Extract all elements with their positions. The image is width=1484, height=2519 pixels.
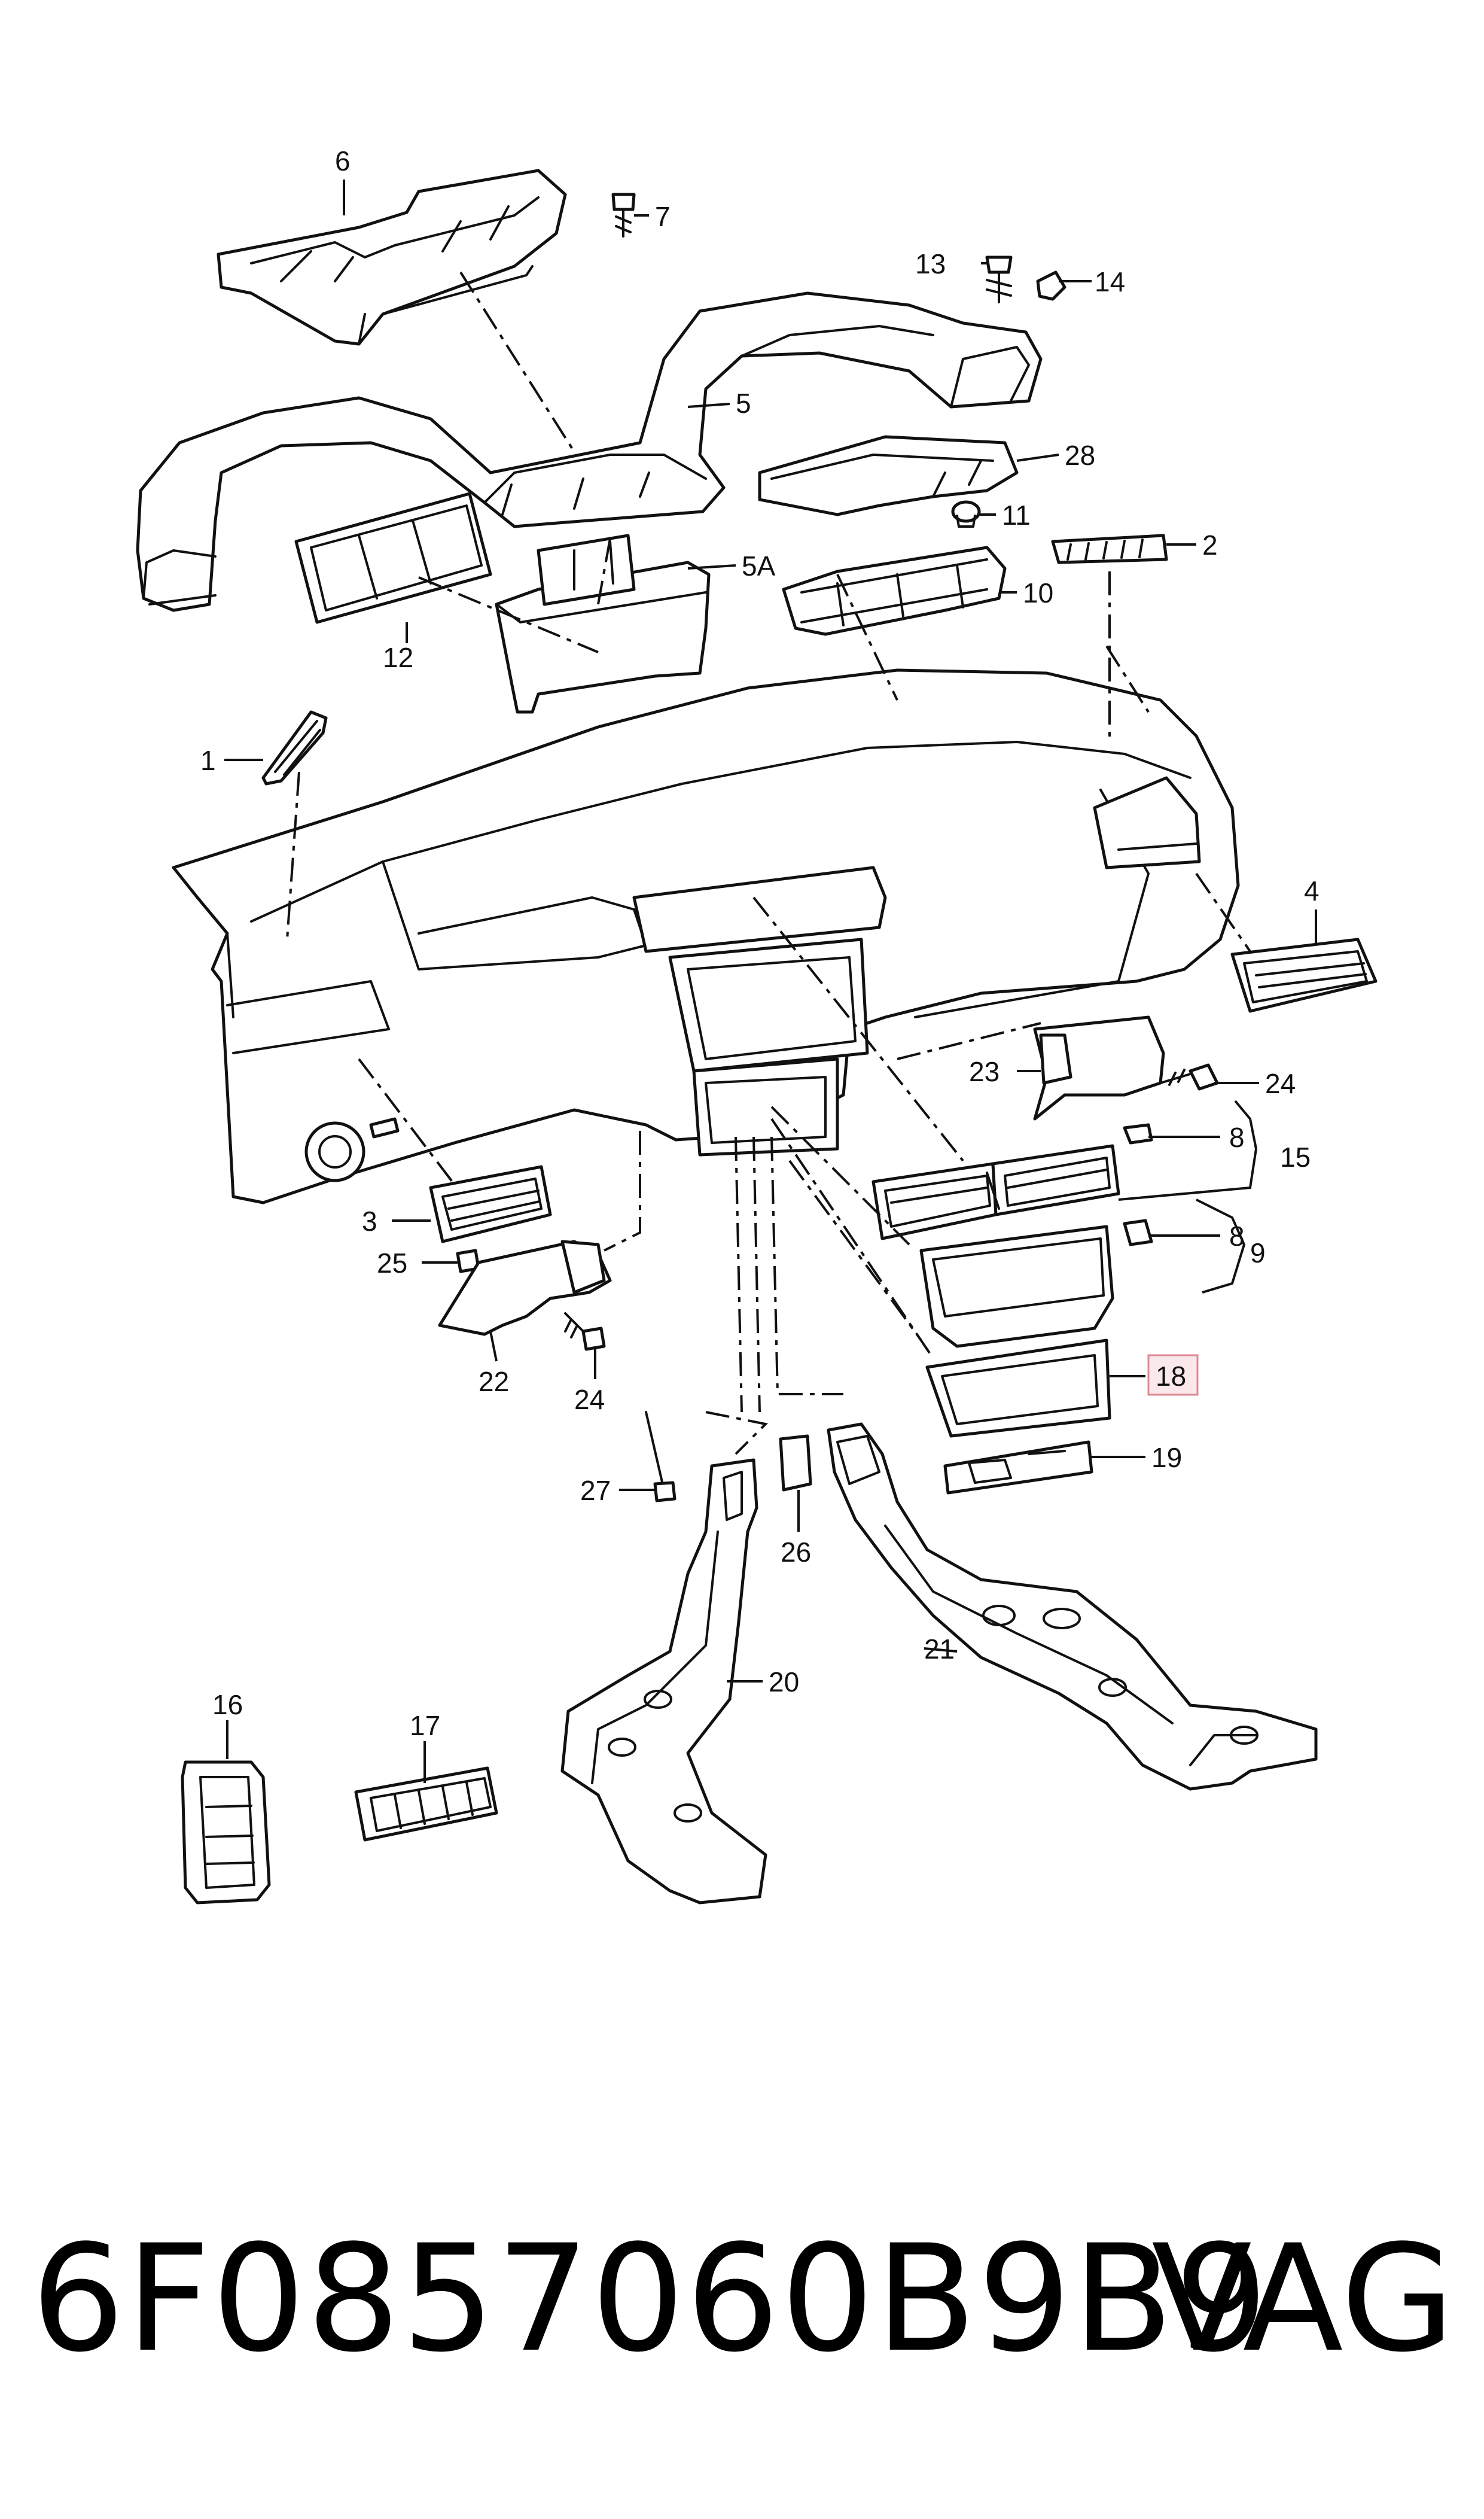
part-19-switch-panel: [943, 1440, 1093, 1495]
callout-labels: 6 7 13 14 5 28 11 2 5A 10 12 1 4 23 24 8…: [200, 145, 1320, 1741]
part-23-duct-piece: [1033, 1015, 1165, 1121]
part-27-cable-tie: [645, 1411, 677, 1502]
part-15-center-vents: [871, 1144, 1120, 1240]
part-8-clips: [1123, 1123, 1153, 1246]
callout-7: 7: [655, 201, 671, 232]
part-12-housing: [294, 492, 492, 624]
part-3-left-vent: [429, 1165, 552, 1243]
callout-18-highlight: [1147, 1354, 1199, 1396]
callout-24-right: 24: [1265, 1068, 1296, 1099]
callout-4: 4: [1304, 875, 1320, 906]
part-16-side-vent: [181, 1760, 271, 1905]
part-26-connector: [779, 1434, 812, 1492]
callout-11: 11: [1002, 500, 1031, 531]
part-6-upper-duct: [217, 169, 567, 346]
part-18-trim-frame: [925, 1338, 1111, 1438]
callout-10: 10: [1023, 577, 1053, 609]
callout-1: 1: [200, 745, 216, 776]
callout-9: 9: [1250, 1237, 1266, 1268]
part-1-side-defrost: [261, 710, 328, 786]
part-28-bracket: [758, 435, 1019, 516]
callout-19: 19: [1151, 1442, 1182, 1473]
callout-17: 17: [410, 1710, 440, 1741]
part-10-vent-housing: [782, 546, 1007, 636]
callout-24-left: 24: [574, 1384, 605, 1415]
part-5A-bracket: [495, 534, 711, 714]
callout-2: 2: [1202, 530, 1218, 561]
leader-lines: [224, 180, 1317, 1783]
callout-3: 3: [362, 1206, 377, 1237]
part-24-screw-right: [1159, 1063, 1219, 1091]
dashboard-body: [172, 668, 1240, 1204]
part-number: 6F0857060B9B9: [31, 2214, 1270, 2385]
part-21-floor-duct: [827, 1422, 1318, 1791]
callout-16: 16: [212, 1689, 243, 1720]
callout-8-lower: 8: [1229, 1221, 1245, 1252]
part-5-main-duct: [136, 291, 1043, 612]
callout-15: 15: [1280, 1142, 1311, 1173]
connection-lines: [286, 271, 1251, 1455]
part-2-defrost-grille: [1051, 534, 1168, 564]
callout-6: 6: [335, 145, 351, 177]
part-22-duct-piece: [438, 1240, 612, 1336]
callout-21: 21: [924, 1633, 955, 1665]
part-4-side-vent: [1230, 938, 1378, 1013]
brand-label: VAG: [1151, 2214, 1455, 2385]
callout-18: 18: [1156, 1361, 1186, 1392]
callout-5A: 5A: [742, 550, 776, 582]
callout-23: 23: [969, 1056, 1000, 1087]
callout-28: 28: [1065, 440, 1095, 471]
callout-12: 12: [383, 642, 413, 673]
footer: 6F0857060B9B9 VAG: [31, 2226, 1455, 2405]
part-9-center-trim: [919, 1225, 1114, 1348]
part-7-screw: [611, 193, 636, 238]
part-17-vent-grille: [354, 1766, 498, 1842]
callout-13: 13: [915, 248, 946, 279]
part-11-nut: [951, 500, 981, 528]
callout-25: 25: [377, 1248, 407, 1279]
callout-5: 5: [736, 388, 751, 419]
part-24-screw-left: [564, 1312, 606, 1351]
callout-27: 27: [580, 1475, 611, 1506]
callout-20: 20: [769, 1666, 799, 1697]
callout-8-upper: 8: [1229, 1122, 1245, 1153]
part-20-floor-duct: [560, 1458, 767, 1905]
callout-26: 26: [781, 1537, 811, 1568]
callout-14: 14: [1095, 266, 1125, 297]
callout-22: 22: [479, 1366, 509, 1397]
part-13-14-clips: [985, 255, 1066, 303]
